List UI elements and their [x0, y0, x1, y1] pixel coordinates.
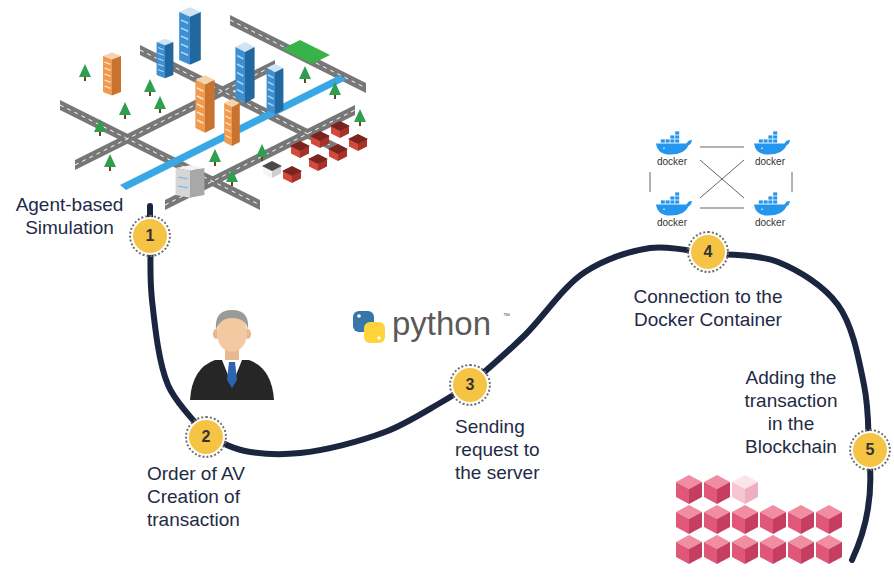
blockchain-cubes: [676, 475, 842, 564]
docker-label: docker: [750, 217, 790, 228]
callout-number: 1: [146, 228, 155, 244]
step-label: Agent-based Simulation: [12, 193, 127, 239]
python-wordmark: python: [392, 306, 491, 342]
flow-path: [150, 253, 195, 423]
city-buildings: [79, 7, 368, 198]
city-illustration: [60, 7, 368, 210]
businessman-icon: [190, 310, 274, 400]
step-label: Adding the transaction in the Blockchain: [735, 366, 847, 458]
docker-whale: [754, 192, 790, 215]
docker-label: docker: [750, 156, 790, 167]
callout-number: 3: [466, 377, 475, 393]
docker-whale: [656, 131, 692, 154]
python-logo: [353, 311, 385, 343]
docker-label: docker: [652, 156, 692, 167]
docker-whale: [656, 192, 692, 215]
step-label: Order of AV Creation of transaction: [147, 462, 282, 531]
callout-number: 2: [202, 429, 211, 445]
step-label: Sending request to the server: [455, 415, 567, 484]
step-marker: 4Connection to the Docker Container: [691, 235, 725, 269]
docker-whale: [754, 131, 790, 154]
city-roads: [60, 15, 366, 210]
docker-label: docker: [652, 217, 692, 228]
callout-number: 5: [866, 442, 875, 458]
step-marker: 3Sending request to the server: [453, 368, 487, 402]
callout-number: 4: [704, 244, 713, 260]
flow-path: [222, 394, 455, 454]
step-marker: 5Adding the transaction in the Blockchai…: [853, 433, 887, 467]
trademark-sign: ™: [503, 312, 510, 320]
road-path-ends: [150, 206, 870, 560]
road-markings: [60, 20, 366, 205]
step-label: Connection to the Docker Container: [607, 285, 809, 331]
step-marker: 2Order of AV Creation of transaction: [189, 420, 223, 454]
docker-network: [650, 131, 792, 215]
park: [282, 40, 330, 64]
river: [120, 75, 346, 190]
step-marker: 1Agent-based Simulation: [133, 219, 167, 253]
